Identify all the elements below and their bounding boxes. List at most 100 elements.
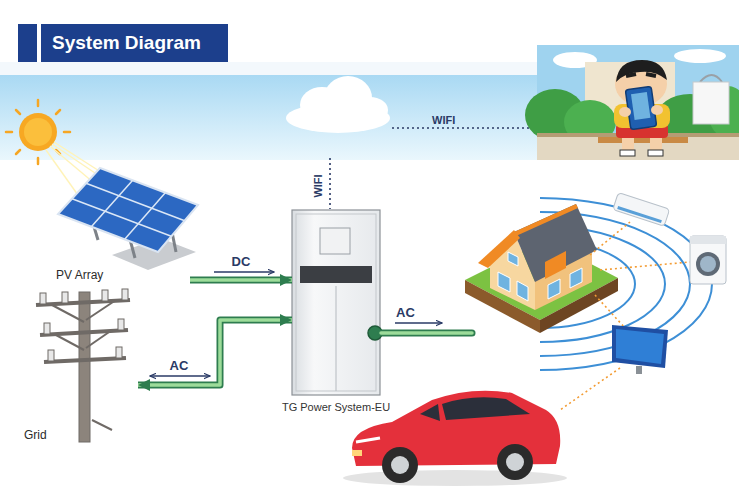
car-icon-part — [391, 456, 409, 474]
flow-label: AC — [396, 306, 415, 320]
house-icon-part-part — [498, 272, 510, 292]
power-pole-part-part — [62, 292, 68, 303]
television-icon-part — [636, 366, 642, 374]
power-pole-part — [40, 289, 128, 361]
power-pole-part — [79, 292, 90, 442]
inverter-cabinet-part — [296, 214, 376, 391]
washing-machine-icon — [690, 236, 726, 284]
house-icon-part — [514, 204, 597, 282]
air-conditioner-icon-part — [613, 192, 670, 226]
child-figure-part — [620, 150, 635, 156]
pv-panel-part-part — [86, 183, 185, 220]
power-pole-part-part — [40, 293, 46, 304]
cloud-icon-part — [352, 97, 388, 123]
pipe-arrowheads — [138, 320, 292, 385]
sun-icon-part — [19, 113, 57, 151]
power-pole-part-part — [116, 347, 122, 358]
power-pole-part — [40, 330, 128, 335]
wifi-link-part — [392, 127, 535, 129]
child-figure-part — [651, 105, 663, 115]
washing-machine-icon-part — [696, 252, 720, 276]
title-bar-part — [18, 24, 228, 62]
direction-arrow-part — [395, 322, 442, 324]
power-pole-part — [92, 420, 112, 430]
power-pole-part — [86, 300, 116, 320]
house-icon-part-part — [570, 268, 582, 288]
house-icon-part — [514, 204, 578, 236]
pv-panel-part-part — [72, 199, 171, 237]
inverter-cabinet-part — [336, 286, 337, 391]
wifi-label: WIFI — [432, 113, 455, 127]
house-icon-part-part — [517, 281, 528, 301]
sun-icon-part-part — [37, 100, 40, 106]
sun-icon-part — [24, 118, 52, 146]
inverter-cabinet-part — [300, 266, 372, 283]
power-pole-part — [86, 330, 112, 348]
inverter-node: TG Power System-EU — [292, 210, 380, 395]
device-link-part — [595, 295, 625, 328]
television-icon-part — [616, 329, 664, 364]
pv-panel-part — [58, 168, 198, 252]
pipe-outline — [138, 320, 292, 385]
television-icon — [612, 325, 668, 374]
car-icon-part — [356, 438, 380, 442]
television-icon-part — [612, 325, 668, 368]
edge-label: AC — [170, 359, 189, 373]
house-icon-part-part — [508, 252, 518, 266]
title-bar-part — [37, 24, 41, 62]
cloud-icon — [286, 76, 390, 133]
cartoon-picture-part — [537, 135, 739, 160]
device-link-part — [560, 368, 620, 410]
ac-output-pipe — [381, 333, 472, 334]
shopping-bag — [693, 75, 729, 124]
child-figure-part — [631, 92, 650, 120]
house-icon-part — [545, 251, 566, 279]
device-link-part — [590, 222, 630, 255]
direction-arrow-part — [150, 375, 210, 377]
cartoon-picture-part — [674, 49, 726, 63]
sun-icon-part-part — [56, 110, 60, 114]
child-figure-part — [616, 60, 667, 82]
air-conditioner-icon-part — [617, 206, 662, 223]
car-icon-part — [497, 444, 533, 480]
car-icon-part — [506, 453, 524, 471]
house-icon — [465, 204, 618, 333]
house-icon-part — [478, 230, 520, 268]
sun-icon-part-part — [16, 150, 20, 154]
power-pole-part-part — [118, 319, 124, 330]
wifi-link — [330, 128, 535, 209]
ac-output-pipe-part — [381, 331, 472, 335]
node-label: TG Power System-EU — [282, 400, 390, 414]
power-pole-part-part — [102, 290, 108, 301]
direction-arrow — [150, 272, 442, 376]
edge-label: DC — [232, 255, 251, 269]
ac-output-pipe-part — [381, 330, 472, 337]
pv-panel — [58, 168, 198, 270]
power-pole-part-part — [44, 323, 50, 334]
diagram-title: System Diagram — [52, 30, 201, 56]
washing-machine-icon-part — [690, 236, 726, 244]
shopping-bag-part — [693, 82, 729, 124]
car-icon-part — [420, 404, 440, 421]
power-pole-part-part — [48, 350, 54, 361]
air-conditioner-icon — [613, 192, 670, 226]
pipe-connector — [190, 280, 292, 281]
pv-array-node: PV Array — [50, 160, 190, 285]
node-label: PV Array — [56, 268, 103, 282]
sun-icon-part-part — [37, 158, 40, 164]
child-figure-part — [646, 74, 656, 76]
node-label: Grid — [24, 428, 47, 442]
sun-icon-part-part — [64, 131, 70, 134]
device-link-part — [600, 262, 690, 270]
pipe-arrowheads — [190, 280, 292, 281]
inverter-cabinet-part — [320, 228, 350, 254]
inverter-cabinet — [292, 210, 382, 395]
direction-arrow-part — [214, 271, 274, 273]
power-pole-part — [52, 305, 84, 322]
sun-icon-part-part — [6, 131, 12, 134]
car-icon-part — [343, 470, 567, 486]
pipe-connector — [138, 320, 292, 385]
